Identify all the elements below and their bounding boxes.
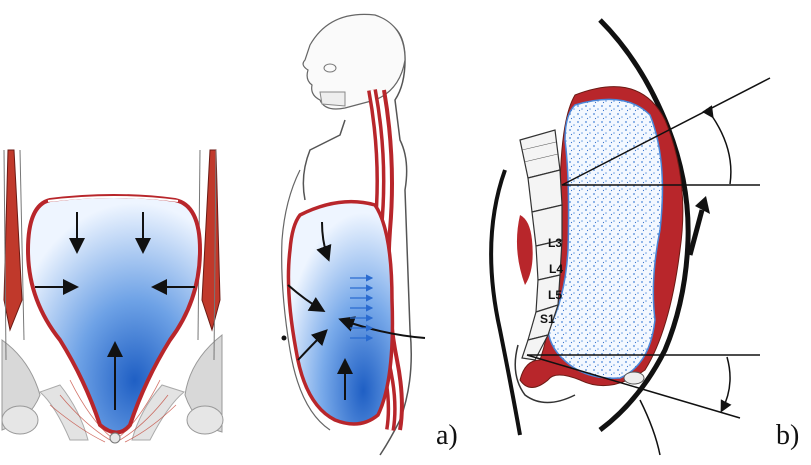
vertebra-s1-label: S1 bbox=[540, 312, 555, 326]
side-view-illustration bbox=[282, 14, 426, 455]
vertebra-l4-label: L4 bbox=[549, 262, 563, 276]
vertebra-l5-label: L5 bbox=[548, 288, 562, 302]
vertebra-l3-label: L3 bbox=[548, 236, 562, 250]
panel-b-label: b) bbox=[776, 420, 799, 452]
panel-a-label: a) bbox=[436, 420, 458, 452]
sagittal-view-illustration: L3 L4 L5 S1 bbox=[491, 20, 770, 455]
front-view-illustration bbox=[2, 150, 223, 443]
